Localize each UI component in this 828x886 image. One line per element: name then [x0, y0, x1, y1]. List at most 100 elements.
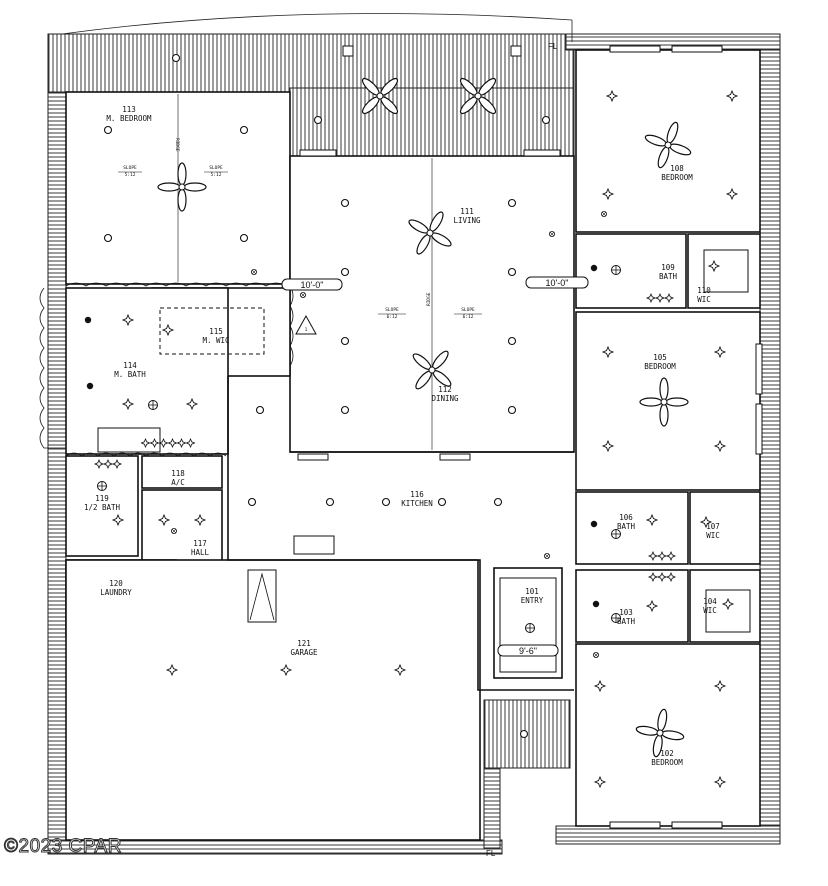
recessed-light-icon: [541, 115, 551, 125]
svg-text:BATH: BATH: [617, 522, 636, 531]
light-fixture-icon: [713, 775, 727, 789]
vanity-light-icon: [647, 571, 659, 583]
recessed-light-icon: [103, 125, 113, 135]
vanity-light-icon: [647, 550, 659, 562]
room-101-outline: [493, 567, 563, 679]
kitchen-counter: [293, 535, 335, 555]
corner-note-top: FL: [548, 42, 558, 51]
window-105-1: [755, 343, 763, 395]
light-fixture-icon: [157, 513, 171, 527]
left-deck: [47, 33, 67, 845]
svg-text:6:12: 6:12: [387, 314, 398, 320]
svg-text:114: 114: [123, 361, 137, 370]
dimension-entry: 9'-6": [497, 644, 559, 657]
recessed-light-icon: [493, 497, 503, 507]
svg-text:115: 115: [209, 327, 223, 336]
recessed-light-icon: [519, 729, 529, 739]
smoke-detector-icon: [251, 269, 257, 275]
exhaust-fan-icon: [592, 600, 600, 608]
svg-text:SLOPE: SLOPE: [123, 165, 137, 171]
ceiling-fan-icon: [408, 211, 452, 255]
light-fixture-icon: [601, 439, 615, 453]
vanity-light-icon: [665, 571, 677, 583]
light-fixture-icon: [393, 663, 407, 677]
svg-text:WIC: WIC: [706, 531, 720, 540]
corner-note-bottom: FL: [486, 849, 496, 858]
room-107-outline: [689, 491, 761, 565]
recessed-light-icon: [239, 125, 249, 135]
dimension-living: 10'-0": [525, 276, 589, 289]
svg-text:9'-6": 9'-6": [519, 646, 537, 656]
vanity-light-icon: [645, 292, 657, 304]
light-fixture-icon: [721, 597, 735, 611]
light-fixture-icon: [725, 187, 739, 201]
ceiling-fans: [157, 77, 692, 758]
entry-inner: [499, 577, 557, 673]
copyright-watermark: ©2023 CPAR: [4, 836, 122, 858]
vent-icon: [97, 481, 107, 491]
roof-arc: [61, 13, 573, 35]
wic-closet-104: [705, 589, 751, 633]
recessed-light-icon: [340, 336, 350, 346]
vent-icon: [611, 613, 621, 623]
svg-text:BEDROOM: BEDROOM: [644, 362, 676, 371]
room-114-outline: [65, 287, 229, 455]
window-105-2: [755, 403, 763, 455]
recessed-light-icon: [103, 233, 113, 243]
light-fixture-icon: [193, 513, 207, 527]
recessed-light-icon: [507, 336, 517, 346]
vanity-light-icon: [93, 458, 105, 470]
light-fixture-icon: [601, 345, 615, 359]
recessed-light-icon: [507, 267, 517, 277]
vanity-light-icon: [158, 437, 169, 449]
light-fixture-icon: [699, 515, 713, 529]
ridge-label-main: RIDGE: [426, 292, 432, 306]
ceiling-fan-icon: [361, 77, 399, 115]
light-fixture-icon: [601, 187, 615, 201]
svg-text:HALL: HALL: [191, 548, 210, 557]
svg-text:118: 118: [171, 469, 185, 478]
exhaust-fan-icon: [84, 316, 92, 324]
svg-text:107: 107: [706, 522, 720, 531]
garage-door-swing: [249, 572, 275, 621]
vanity-light-icon: [665, 550, 677, 562]
recessed-light-icon: [340, 405, 350, 415]
svg-text:103: 103: [619, 608, 633, 617]
ceiling-fan-icon: [639, 377, 689, 427]
recessed-light-icon: [507, 198, 517, 208]
window-top-1: [299, 149, 337, 157]
svg-text:LIVING: LIVING: [453, 216, 481, 225]
svg-text:DINING: DINING: [431, 394, 459, 403]
smoke-detector-icon: [549, 231, 555, 237]
room-119-outline: [65, 455, 139, 557]
top-porch-lower: [289, 87, 575, 157]
vanity-light-icon: [654, 292, 666, 304]
svg-text:112: 112: [438, 385, 452, 394]
recessed-light-icon: [313, 115, 323, 125]
ridge-label-left: RIDGE: [174, 138, 180, 152]
vent-icon: [148, 400, 158, 410]
svg-text:121: 121: [297, 639, 311, 648]
light-fixture-icon: [713, 345, 727, 359]
svg-text:GARAGE: GARAGE: [290, 648, 318, 657]
vanity-light-icon: [167, 437, 178, 449]
room-106-outline: [575, 491, 689, 565]
svg-text:5:12: 5:12: [211, 172, 222, 178]
svg-text:LAUNDRY: LAUNDRY: [100, 588, 132, 597]
svg-text:101: 101: [525, 587, 539, 596]
light-fixture-icon: [165, 663, 179, 677]
svg-text:SLOPE: SLOPE: [209, 165, 223, 171]
smoke-detector-icon: [171, 528, 177, 534]
svg-text:109: 109: [661, 263, 675, 272]
recessed-light-icon: [340, 267, 350, 277]
